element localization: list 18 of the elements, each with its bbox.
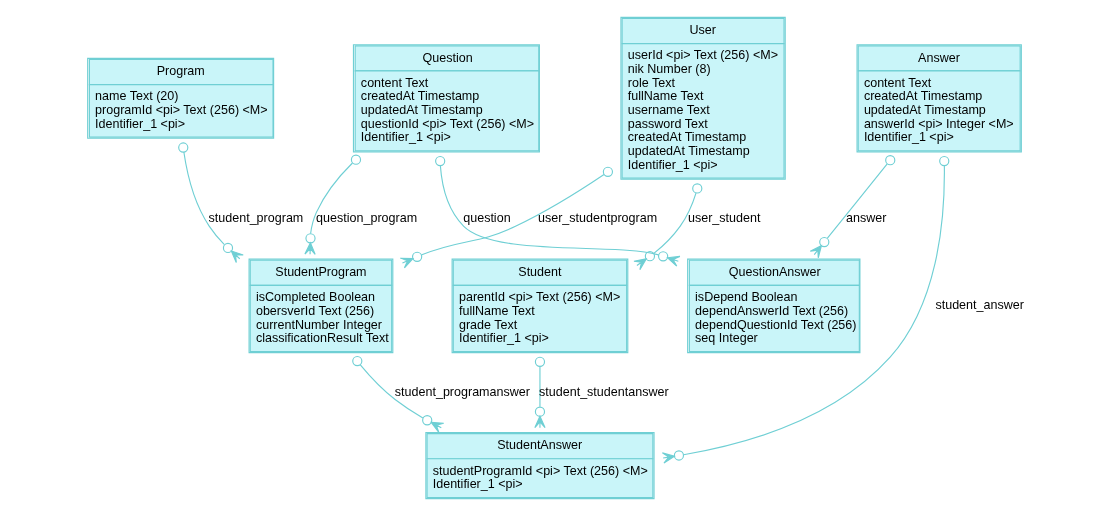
edge-label: student_programanswer — [394, 384, 530, 399]
connector — [435, 155, 681, 267]
connector — [178, 142, 244, 264]
edge-label: answer — [845, 211, 887, 226]
connector — [633, 183, 703, 271]
edge-label: student_studentanswer — [539, 384, 669, 399]
connector — [352, 355, 445, 433]
edge-label: question — [463, 211, 511, 226]
connector — [661, 155, 950, 464]
connector — [399, 166, 614, 269]
connector — [304, 154, 362, 255]
connector — [809, 155, 896, 259]
edge-label: user_student — [687, 211, 761, 226]
edge-label: student_answer — [935, 298, 1024, 313]
edge-label: user_studentprogram — [538, 211, 658, 226]
edge-label: question_program — [316, 211, 418, 226]
connector — [534, 356, 546, 429]
edge-label: student_program — [208, 211, 304, 226]
